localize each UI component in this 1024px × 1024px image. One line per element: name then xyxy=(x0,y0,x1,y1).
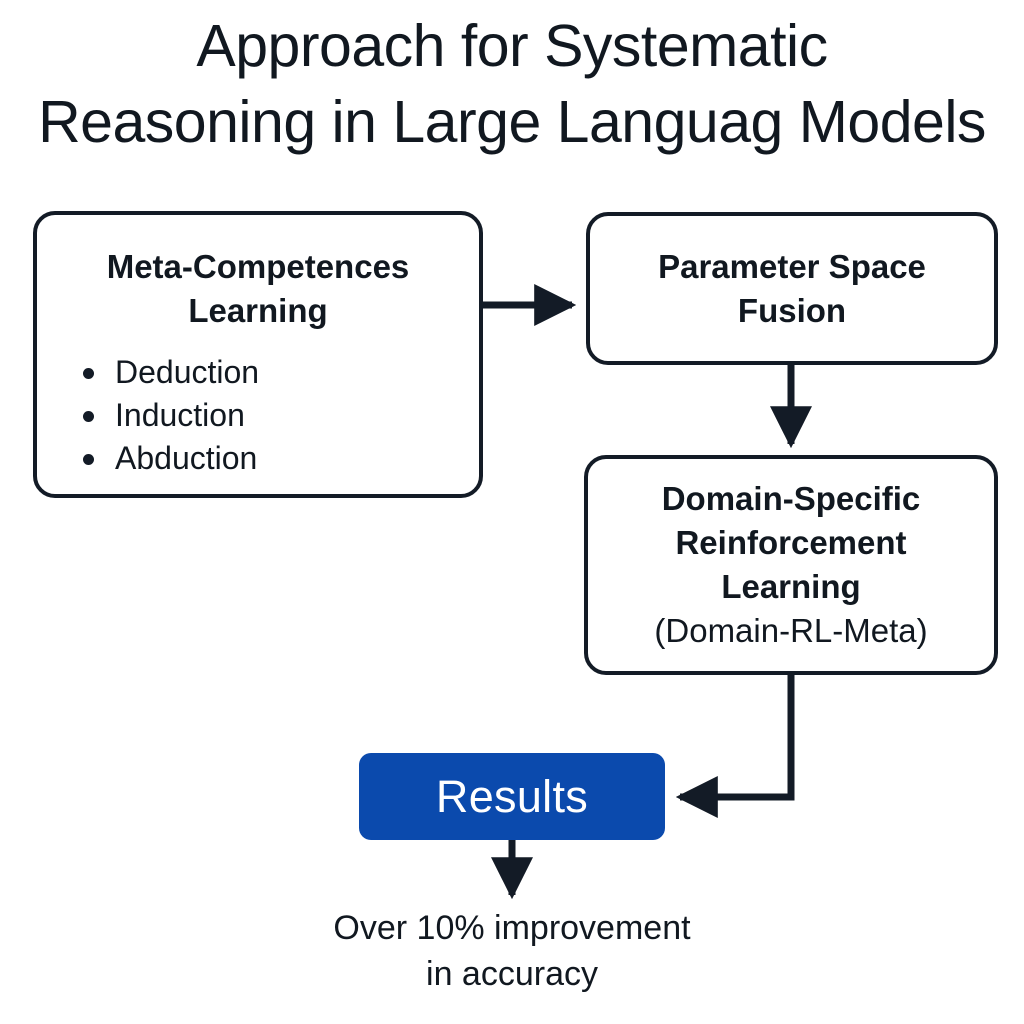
results-label: Results xyxy=(435,771,589,822)
node-meta-competences-learning[interactable]: Meta-Competences Learning Deduction Indu… xyxy=(33,211,483,498)
list-item: Abduction xyxy=(83,437,259,480)
meta-competences-bullet-list: Deduction Induction Abduction xyxy=(83,351,259,480)
node-domain-rl-subtitle: (Domain-RL-Meta) xyxy=(654,612,928,649)
edge-domain-rl-to-results xyxy=(675,675,795,818)
node-results[interactable]: Results xyxy=(359,753,665,840)
list-item-label: Abduction xyxy=(115,440,258,476)
list-item: Deduction xyxy=(83,351,259,394)
bullet-dot-icon xyxy=(83,368,94,379)
node-meta-competences-heading: Meta-Competences Learning xyxy=(106,248,410,329)
list-item: Induction xyxy=(83,394,259,437)
outcome-caption: Over 10% improvement in accuracy xyxy=(333,909,691,993)
bullet-dot-icon xyxy=(83,411,94,422)
page-title: Approach for Systematic Reasoning in Lar… xyxy=(38,13,986,155)
bullet-dot-icon xyxy=(83,454,94,465)
list-item-label: Induction xyxy=(115,397,245,433)
node-domain-rl-heading: Domain-Specific Reinforcement Learning xyxy=(661,480,921,605)
node-parameter-space-fusion-heading: Parameter Space Fusion xyxy=(658,247,926,329)
node-parameter-space-fusion[interactable]: Parameter Space Fusion xyxy=(586,212,998,365)
list-item-label: Deduction xyxy=(115,354,260,390)
node-domain-specific-reinforcement-learning[interactable]: Domain-Specific Reinforcement Learning (… xyxy=(584,455,998,675)
